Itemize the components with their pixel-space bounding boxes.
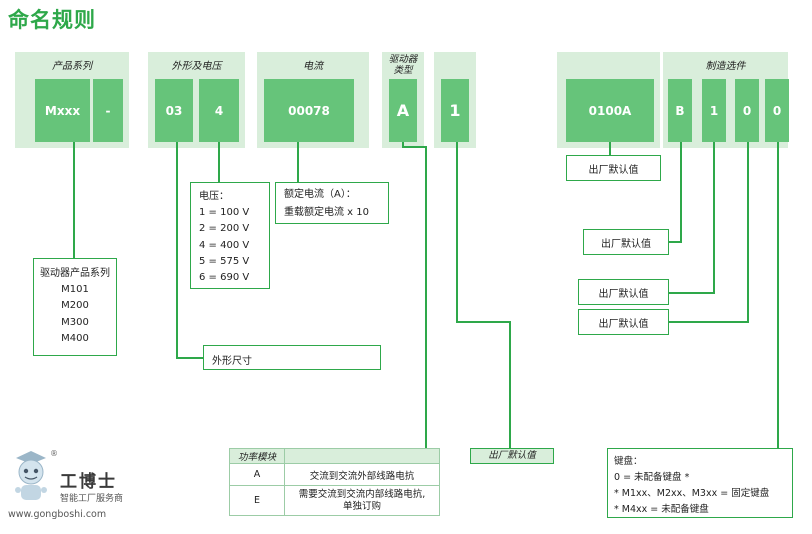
current-label: 电流 [303,61,323,72]
voltage-item: 1 = 100 V [199,207,250,219]
code-frame: 03 [155,79,193,142]
voltage-item: 5 = 575 V [199,255,250,267]
power-code: E [229,485,285,516]
keypad-box: 键盘： 0 = 未配备键盘 * * M1xx、M2xx、M3xx = 固定键盘 … [607,448,793,518]
keypad-item: * M4xx = 未配备键盘 [614,504,709,515]
connector-power-v1 [456,142,458,323]
power-module-table: 功率模块 A 交流到交流外部线路电抗 E 需要交流到交流内部线路电抗, 单独订购 [229,448,440,516]
connector-b-v [680,142,682,243]
frame-size-box: 外形尺寸 [203,345,381,370]
series-item: M300 [61,316,89,328]
connector-current [297,142,299,182]
factory-default-b: 出厂默认值 [583,229,669,255]
current-box-line1: 额定电流（A）： [284,189,356,200]
code-dash: - [93,79,123,142]
series-item: M101 [61,284,89,296]
series-box: 驱动器产品系列 M101 M200 M300 M400 [33,258,117,356]
code-option: 0100A [566,79,654,142]
code-power: 1 [441,79,469,142]
table-row: A 交流到交流外部线路电抗 [229,463,440,486]
connector-d1-v [713,142,715,294]
code-drive-type: A [389,79,417,142]
factory-default-d1: 出厂默认值 [578,279,669,305]
series-box-title: 驱动器产品系列 [40,268,110,279]
manufacturing-options-label: 制造选件 [705,61,746,72]
power-table-header-blank [284,448,440,464]
power-factory-default: 出厂默认值 [470,448,554,464]
logo-name: 工博士 [60,472,117,492]
code-b: B [668,79,692,142]
voltage-box-title: 电压： [199,191,229,202]
voltage-item: 2 = 200 V [199,223,250,235]
connector-voltage [218,142,220,182]
connector-power-v2 [509,321,511,448]
keypad-item: 0 = 未配备键盘 * [614,472,690,483]
mascot-logo-icon [8,448,54,504]
registered-mark: ® [50,449,58,458]
table-row: E 需要交流到交流内部线路电抗, 单独订购 [229,485,440,516]
series-item: M400 [61,332,89,344]
voltage-box: 电压： 1 = 100 V 2 = 200 V 4 = 400 V 5 = 57… [190,182,270,289]
power-code: A [229,463,285,486]
series-label: 产品系列 [52,61,92,72]
voltage-item: 4 = 400 V [199,239,250,251]
connector-power-h [456,321,510,323]
factory-default-d2: 出厂默认值 [578,309,669,335]
code-digit-3: 0 [765,79,789,142]
connector-frame-v [176,142,178,358]
code-digit-2: 0 [735,79,759,142]
frame-voltage-label: 外形及电压 [171,61,222,72]
power-desc: 需要交流到交流内部线路电抗, 单独订购 [284,485,440,516]
voltage-item: 6 = 690 V [199,272,250,284]
drive-type-label: 驱动器 类型 [388,54,418,76]
power-desc: 交流到交流外部线路电抗 [284,463,440,486]
series-item: M200 [61,300,89,312]
logo-subtitle: 智能工厂服务商 [60,494,124,504]
factory-default-option: 出厂默认值 [566,155,661,181]
connector-type-a [402,142,404,148]
connector-series [73,142,75,258]
connector-d1-h [669,292,715,294]
code-series: Mxxx [35,79,90,142]
logo-url: www.gongboshi.com [8,509,107,520]
code-digit-1: 1 [702,79,726,142]
connector-type-b [402,146,426,148]
keypad-item: * M1xx、M2xx、M3xx = 固定键盘 [614,488,770,499]
code-current: 00078 [264,79,354,142]
current-box-line2: 重载额定电流 x 10 [284,207,369,218]
connector-d2-h [669,321,749,323]
current-box: 额定电流（A）： 重载额定电流 x 10 [275,182,389,224]
connector-b-h [669,241,682,243]
connector-d3 [777,142,779,448]
connector-type-c [425,146,427,448]
connector-d2-v [747,142,749,323]
keypad-title: 键盘： [614,456,643,467]
power-table-header: 功率模块 [229,448,285,464]
code-voltage: 4 [199,79,239,142]
connector-option [609,142,611,155]
page-title: 命名规则 [8,8,96,32]
connector-frame-h [176,357,203,359]
